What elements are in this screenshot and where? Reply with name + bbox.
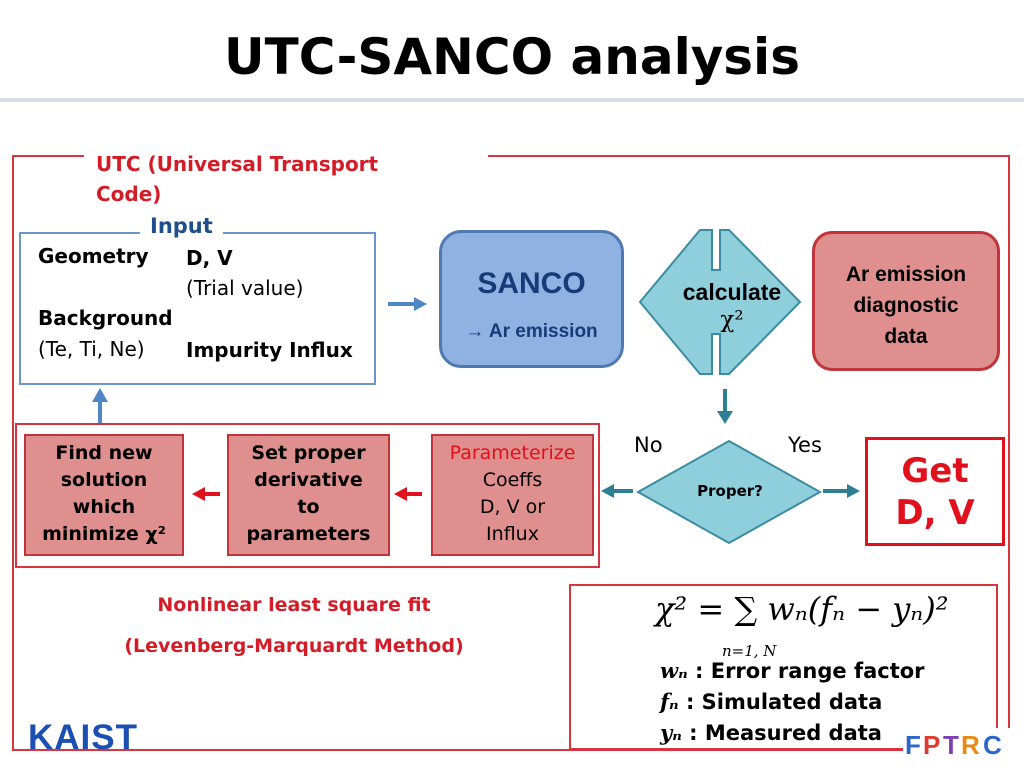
sum-index: n=1, N	[722, 642, 777, 660]
kaist-logo: KAIST	[28, 718, 138, 757]
geometry-label: Geometry	[38, 244, 149, 268]
impurity-influx-label: Impurity Influx	[186, 338, 353, 362]
sanco-box: SANCO → Ar emission	[439, 230, 624, 368]
te-ti-ne-label: (Te, Ti, Ne)	[38, 337, 145, 361]
no-label: No	[634, 433, 663, 457]
get-dv-box: Get D, V	[865, 437, 1005, 546]
trial-value-label: (Trial value)	[186, 276, 304, 300]
svg-text:T: T	[943, 730, 959, 760]
method-line-1: Nonlinear least square fit	[157, 594, 431, 616]
legend-w: wₙ : Error range factor	[660, 658, 925, 683]
fit-loop-group	[15, 423, 600, 568]
sanco-title: SANCO	[477, 267, 586, 300]
svg-text:C: C	[983, 730, 1002, 760]
proper-diamond	[635, 439, 823, 545]
formula-box	[569, 584, 998, 750]
title-divider	[0, 98, 1024, 102]
calculate-diamond	[638, 229, 802, 375]
sanco-subtitle: → Ar emission	[465, 321, 598, 342]
legend-f: fₙ : Simulated data	[660, 689, 883, 714]
ar-emission-data-box: Ar emission diagnostic data	[812, 231, 1000, 371]
page-title: UTC-SANCO analysis	[224, 28, 800, 86]
fptrc-logo: F P T R C	[903, 728, 1011, 760]
step-set-derivative: Set proper derivative to parameters	[227, 434, 390, 556]
svg-text:F: F	[905, 730, 921, 760]
step-parameterize: Parameterize Coeffs D, V or Influx	[431, 434, 594, 556]
utc-frame	[12, 155, 1010, 751]
method-line-2: (Levenberg-Marquardt Method)	[124, 635, 464, 657]
svg-text:P: P	[923, 730, 940, 760]
dv-label: D, V	[186, 246, 233, 270]
calculate-label: calculate χ²	[682, 279, 782, 333]
utc-label: UTC (Universal Transport Code)	[96, 152, 379, 206]
yes-label: Yes	[788, 433, 822, 457]
proper-label: Proper?	[697, 482, 763, 500]
chi-square-formula: χ² = ∑ wₙ(fₙ − yₙ)²	[655, 590, 949, 628]
legend-y: yₙ : Measured data	[660, 720, 882, 745]
input-label: Input	[140, 214, 223, 238]
svg-text:R: R	[961, 730, 980, 760]
background-label: Background	[38, 306, 173, 330]
step-find-solution: Find new solution which minimize χ²	[24, 434, 184, 556]
